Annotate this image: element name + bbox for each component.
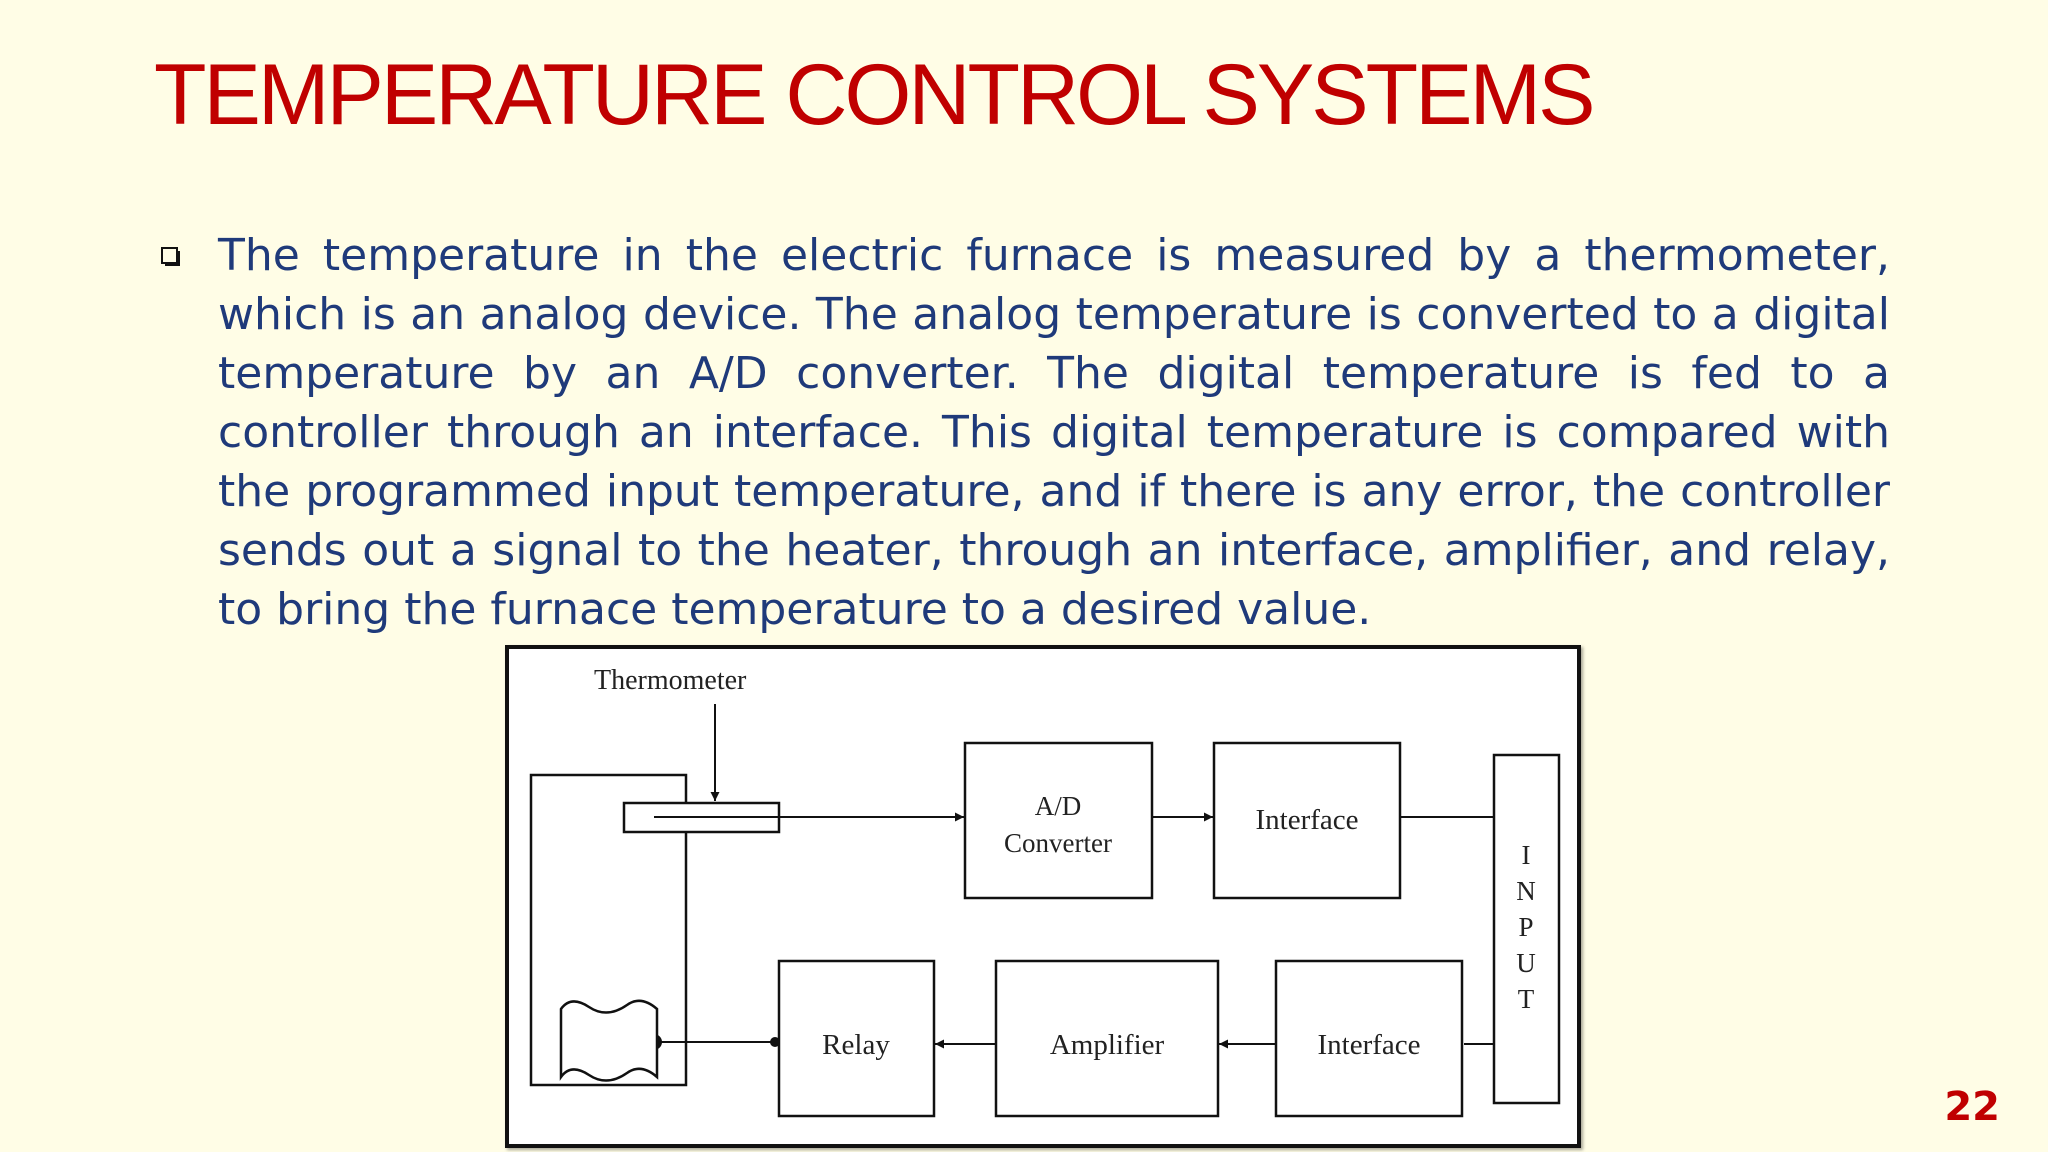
amplifier-box (994, 959, 1220, 1118)
amplifier-label: Amplifier (1050, 1029, 1165, 1061)
relay-box (777, 959, 936, 1118)
input-letter-u: U (1516, 948, 1536, 978)
slide-title: TEMPERATURE CONTROL SYSTEMS (154, 47, 1595, 143)
interface-top-label: Interface (1255, 804, 1358, 836)
hollow-square-bullet-icon (161, 247, 180, 266)
ad-converter-box (963, 741, 1154, 900)
input-letter-n: N (1516, 876, 1536, 906)
heater-element (559, 999, 659, 1082)
relay-label: Relay (822, 1029, 890, 1061)
temperature-control-diagram: Thermometer A/D Converter Interface I N … (505, 645, 1581, 1148)
interface-bottom-label: Interface (1317, 1029, 1420, 1061)
ad-converter-label-line2: Converter (1004, 828, 1112, 858)
thermometer-label: Thermometer (594, 665, 747, 696)
ad-converter-label-line1: A/D (1035, 791, 1082, 821)
page-number: 22 (1944, 1084, 2000, 1130)
input-letter-p: P (1518, 912, 1533, 942)
interface-bottom-box (1274, 959, 1464, 1118)
input-box (1492, 753, 1561, 1105)
furnace-box (529, 773, 688, 1087)
interface-top-box (1212, 741, 1402, 900)
body-paragraph: The temperature in the electric furnace … (218, 230, 1890, 635)
input-letter-t: T (1518, 984, 1535, 1014)
input-letter-i: I (1522, 840, 1531, 870)
